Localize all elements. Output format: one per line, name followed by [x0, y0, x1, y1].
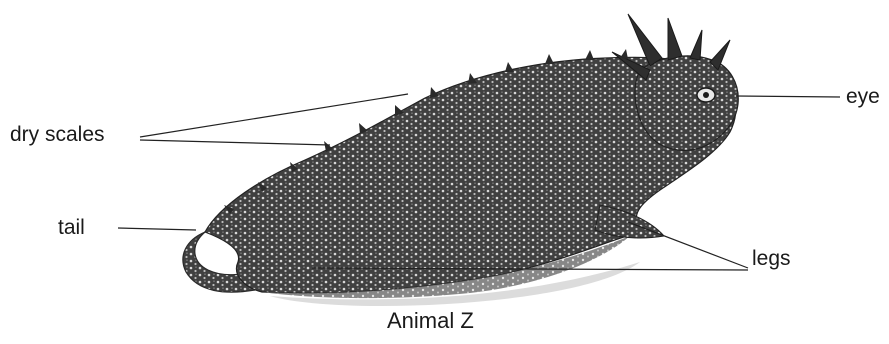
lizard-eye [697, 88, 715, 102]
eye-pointer [736, 96, 840, 97]
figure-caption: Animal Z [387, 310, 474, 332]
tail-pointer [118, 228, 196, 230]
eye-label: eye [846, 86, 880, 107]
legs-pointer-upper [628, 222, 748, 268]
dry-scales-label: dry scales [10, 124, 105, 145]
dry-scales-pointer-lower [140, 140, 330, 145]
legs-label: legs [752, 248, 791, 269]
tail-label: tail [58, 217, 85, 238]
